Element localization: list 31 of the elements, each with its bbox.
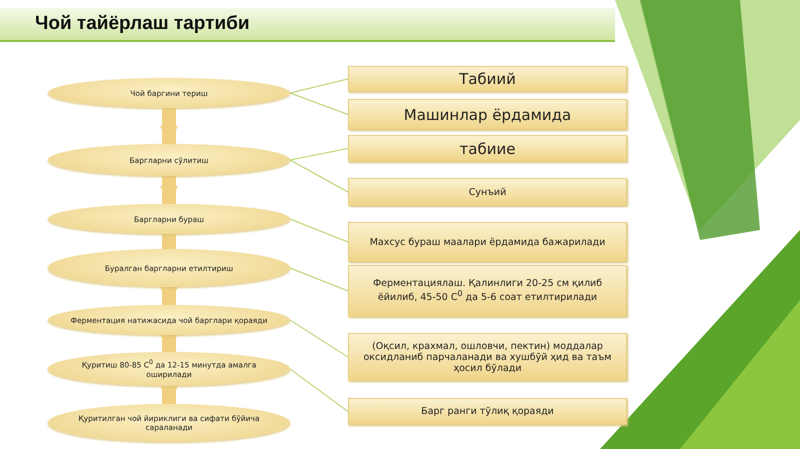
info-box (348, 99, 627, 130)
connector-line (290, 78, 348, 94)
block-arrow (160, 176, 178, 204)
node-text: (Оқсил, крахмал, ошловчи, пектин) моддалар оксидланиб парчаланади ва хушбўй ҳид ва таъм ҳосил бўлади (362, 340, 612, 374)
info-box (348, 135, 627, 162)
connector-line (290, 92, 348, 115)
info-box (348, 222, 627, 262)
connector-line (290, 160, 348, 192)
info-box (348, 333, 627, 381)
info-box (348, 66, 627, 92)
block-arrow (160, 108, 178, 144)
block-arrow (160, 231, 178, 249)
info-box (348, 178, 627, 206)
block-arrow (160, 287, 178, 305)
block-arrow (160, 386, 178, 404)
connector-line (290, 148, 348, 160)
node-text: Махсус бураш маалари ёрдамида бажарилади (370, 236, 606, 248)
connector-line (290, 268, 348, 292)
title: Чой тайёрлаш тартиби (35, 13, 250, 35)
node-text: Машинлар ёрдамида (404, 106, 572, 124)
info-box (348, 265, 627, 317)
connector-line (290, 218, 348, 242)
node-text: Барг ранги тўлиқ қораяди (421, 406, 554, 417)
node-text: Табиий (459, 70, 516, 88)
info-box (348, 398, 627, 425)
node-text: Ферментациялаш. Қалинлиги 20-25 см қилиб ёйилиб, 45-50 С$^{0}$ да 5-6 соат етилтирилади (372, 278, 604, 304)
connector-line (290, 368, 348, 412)
node-text: Сунъий (468, 186, 506, 198)
connector-line (290, 320, 348, 358)
node-text: табиие (460, 140, 516, 158)
block-arrow (160, 334, 178, 352)
